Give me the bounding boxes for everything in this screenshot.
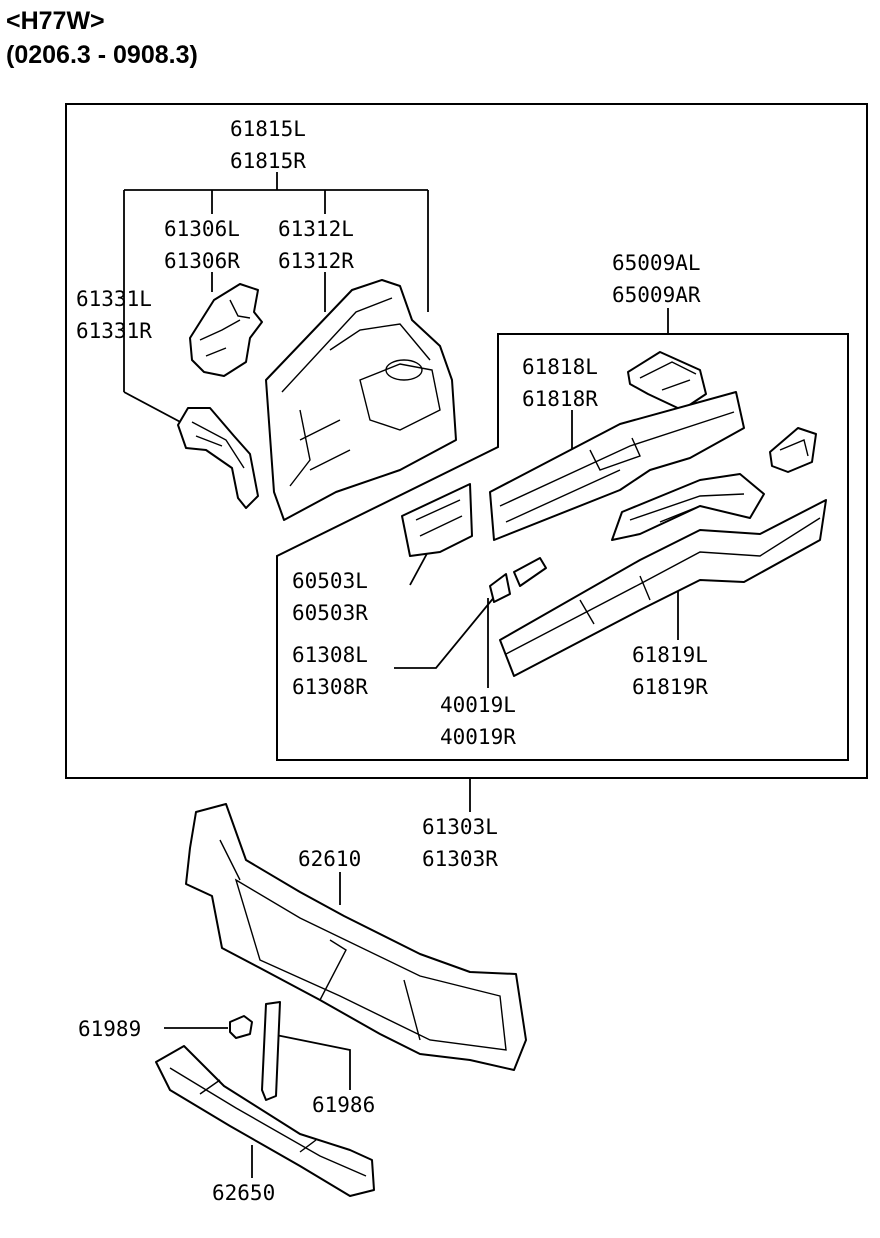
label-62610: 62610 [298, 847, 361, 871]
label-61331-r: 61331R [76, 319, 152, 343]
label-60503-r: 60503R [292, 601, 368, 625]
label-62650: 62650 [212, 1181, 275, 1205]
part-61331 [177, 407, 259, 509]
label-61818-r: 61818R [522, 387, 598, 411]
production-period: (0206.3 - 0908.3) [6, 41, 198, 69]
label-65009-l: 65009AL [612, 251, 701, 275]
part-62650 [155, 1045, 375, 1197]
label-61819-l: 61819L [632, 643, 708, 667]
label-61306-r: 61306R [164, 249, 240, 273]
label-61308-r: 61308R [292, 675, 368, 699]
part-61989 [229, 1015, 253, 1039]
label-40019-l: 40019L [440, 693, 516, 717]
part-65009 [627, 351, 707, 411]
label-60503-l: 60503L [292, 569, 368, 593]
label-61312-r: 61312R [278, 249, 354, 273]
label-61331-l: 61331L [76, 287, 152, 311]
part-61986 [261, 1001, 281, 1101]
label-61815-r: 61815R [230, 149, 306, 173]
part-61819 [499, 499, 827, 677]
part-61818 [489, 391, 745, 541]
model-code: <H77W> [6, 7, 105, 35]
part-61308 [489, 573, 511, 603]
outer-assembly-box [65, 103, 868, 779]
label-65009-r: 65009AR [612, 283, 701, 307]
bracket-61815 [123, 172, 429, 426]
leader-61986 [275, 1034, 351, 1090]
label-61815-l: 61815L [230, 117, 306, 141]
part-60503 [401, 483, 473, 557]
label-61819-r: 61819R [632, 675, 708, 699]
label-61303-r: 61303R [422, 847, 498, 871]
inner-assembly-box [276, 333, 849, 761]
part-40019 [513, 557, 547, 587]
part-crossmember [611, 473, 765, 541]
label-61308-l: 61308L [292, 643, 368, 667]
label-61312-l: 61312L [278, 217, 354, 241]
label-40019-r: 40019R [440, 725, 516, 749]
label-61303-l: 61303L [422, 815, 498, 839]
label-61306-l: 61306L [164, 217, 240, 241]
label-61818-l: 61818L [522, 355, 598, 379]
label-61989: 61989 [78, 1017, 141, 1041]
part-61306 [189, 283, 263, 377]
part-62610 [185, 803, 527, 1071]
part-61312 [265, 279, 457, 521]
leader-61308 [394, 589, 501, 669]
diagram-header: <H77W> (0206.3 - 0908.3) [6, 4, 198, 72]
label-61986: 61986 [312, 1093, 375, 1117]
part-bracket-right [769, 427, 817, 473]
